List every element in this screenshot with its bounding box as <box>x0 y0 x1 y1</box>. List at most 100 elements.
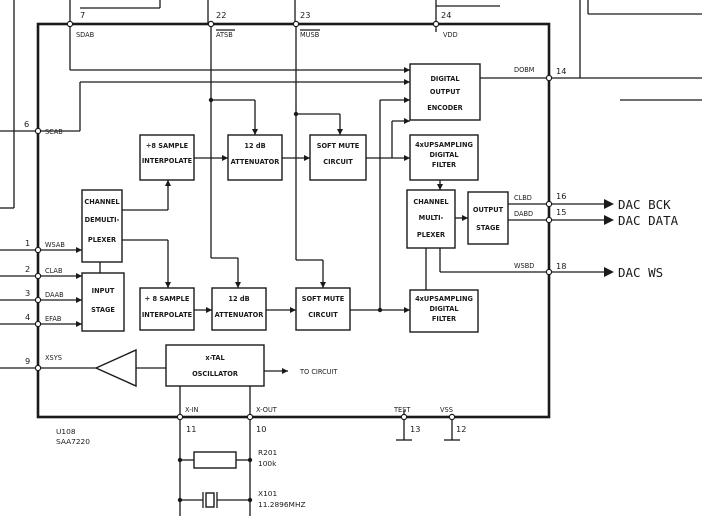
resistor-r201: R201 100k <box>193 448 278 469</box>
pin-numbers: 7 22 23 24 14 6 16 15 18 1 2 3 4 9 11 10… <box>24 10 566 434</box>
block-line: CHANNEL <box>413 198 449 206</box>
pin-number: 9 <box>25 356 30 366</box>
block-line: CIRCUIT <box>323 158 353 166</box>
to-circuit-label: TO CIRCUIT <box>299 368 338 376</box>
block-line: INPUT <box>92 287 115 295</box>
dac-data-arrow <box>604 215 614 225</box>
r201-ref: R201 <box>258 448 278 457</box>
signal-label: SDAB <box>76 31 95 39</box>
dac-data-label: DAC DATA <box>618 213 679 228</box>
signal-names: SDAB ATSB MUSB VDD DOBM SCAB CLBD DABD W… <box>45 29 535 414</box>
block-line: INTERPOLATE <box>142 311 193 319</box>
block-line: 12 dB <box>228 295 249 303</box>
pin-number: 15 <box>556 207 566 217</box>
chip-part-number: SAA7220 <box>56 437 90 446</box>
signal-label: SCAB <box>45 128 63 136</box>
block-attenuator-bottom: 12 dB ATTENUATOR <box>211 287 267 331</box>
block-upsampling-bottom: 4xUPSAMPLING DIGITAL FILTER <box>409 289 479 333</box>
signal-label: ATSB <box>216 31 233 39</box>
block-line: OUTPUT <box>473 206 504 214</box>
block-line: x-TAL <box>205 354 225 362</box>
block-output-stage: OUTPUT STAGE <box>467 191 509 245</box>
dac-outputs: DAC BCK DAC DATA DAC WS <box>604 197 679 280</box>
pin-number: 7 <box>80 10 85 20</box>
block-line: 4xUPSAMPLING <box>415 141 473 149</box>
block-line: ENCODER <box>427 104 463 112</box>
pin-markers <box>34 20 553 421</box>
block-line: CIRCUIT <box>308 311 338 319</box>
signal-label: MUSB <box>300 31 320 39</box>
pin-number: 16 <box>556 191 566 201</box>
block-line: PLEXER <box>417 231 445 239</box>
block-interpolate-bottom: ÷ 8 SAMPLE INTERPOLATE <box>139 287 195 331</box>
block-line: ATTENUATOR <box>231 158 280 166</box>
block-line: SOFT MUTE <box>317 142 360 150</box>
block-soft-mute-bottom: SOFT MUTE CIRCUIT <box>295 287 351 331</box>
internal-wiring <box>0 24 702 516</box>
block-line: SOFT MUTE <box>302 295 345 303</box>
pin-number: 3 <box>25 288 30 298</box>
signal-label: X-IN <box>185 406 199 414</box>
x101-value: 11.2896MHZ <box>258 500 306 509</box>
pin-number: 22 <box>216 10 226 20</box>
external-wiring <box>0 0 702 209</box>
signal-label: DABD <box>514 210 533 218</box>
junction-dots <box>177 97 383 503</box>
chip-ref: U108 <box>56 427 76 436</box>
signal-arrowheads <box>76 67 468 374</box>
dac-bck-label: DAC BCK <box>618 197 671 212</box>
dac-bck-arrow <box>604 199 614 209</box>
signal-label: DAAB <box>45 291 64 299</box>
block-soft-mute-top: SOFT MUTE CIRCUIT <box>309 134 367 181</box>
block-input-stage: INPUT STAGE <box>81 272 125 332</box>
block-channel-demultiplexer: CHANNEL DEMULTI- PLEXER <box>81 189 123 263</box>
signal-label: CLBD <box>514 194 532 202</box>
pin-number: 13 <box>410 424 420 434</box>
block-line: DIGITAL <box>429 151 459 159</box>
block-line: 12 dB <box>244 142 265 150</box>
r201-value: 100k <box>258 459 277 468</box>
block-upsampling-top: 4xUPSAMPLING DIGITAL FILTER <box>409 134 479 181</box>
block-xtal-oscillator: x-TAL OSCILLATOR <box>165 344 265 387</box>
signal-label: WSAB <box>45 241 65 249</box>
block-line: FILTER <box>432 315 456 323</box>
block-line: INTERPOLATE <box>142 157 193 165</box>
pin-number: 24 <box>441 10 451 20</box>
signal-label: XSYS <box>45 354 62 362</box>
dac-ws-label: DAC WS <box>618 265 663 280</box>
block-line: STAGE <box>91 306 115 314</box>
block-line: DIGITAL <box>430 75 460 83</box>
pin-number: 18 <box>556 261 566 271</box>
block-line: OSCILLATOR <box>192 370 238 378</box>
block-line: ÷ 8 SAMPLE <box>145 295 190 303</box>
block-line: MULTI- <box>419 214 444 222</box>
block-line: ÷8 SAMPLE <box>146 142 189 150</box>
pin-number: 23 <box>300 10 310 20</box>
block-line: ATTENUATOR <box>215 311 264 319</box>
signal-label: CLAB <box>45 267 63 275</box>
block-line: PLEXER <box>88 236 116 244</box>
pin-number: 12 <box>456 424 466 434</box>
x101-ref: X101 <box>258 489 277 498</box>
signal-label: VDD <box>443 31 458 39</box>
pin-number: 2 <box>25 264 30 274</box>
block-digital-output-encoder: DIGITAL OUTPUT ENCODER <box>409 63 481 121</box>
signal-label: DOBM <box>514 66 535 74</box>
block-line: 4xUPSAMPLING <box>415 295 473 303</box>
oscillator-buffer <box>94 348 137 388</box>
pin-number: 6 <box>24 119 29 129</box>
block-line: STAGE <box>476 224 500 232</box>
block-channel-multiplexer: CHANNEL MULTI- PLEXER <box>406 189 456 249</box>
block-line: OUTPUT <box>430 88 461 96</box>
signal-label: EFAB <box>45 315 62 323</box>
block-line: CHANNEL <box>84 198 120 206</box>
block-line: DEMULTI- <box>85 216 120 224</box>
signal-label: TEST <box>393 406 411 414</box>
block-line: FILTER <box>432 161 456 169</box>
signal-label: X-OUT <box>256 406 278 414</box>
dac-ws-arrow <box>604 267 614 277</box>
pin-number: 11 <box>186 424 196 434</box>
crystal-x101: X101 11.2896MHZ <box>202 489 306 509</box>
signal-label: WSBD <box>514 262 534 270</box>
